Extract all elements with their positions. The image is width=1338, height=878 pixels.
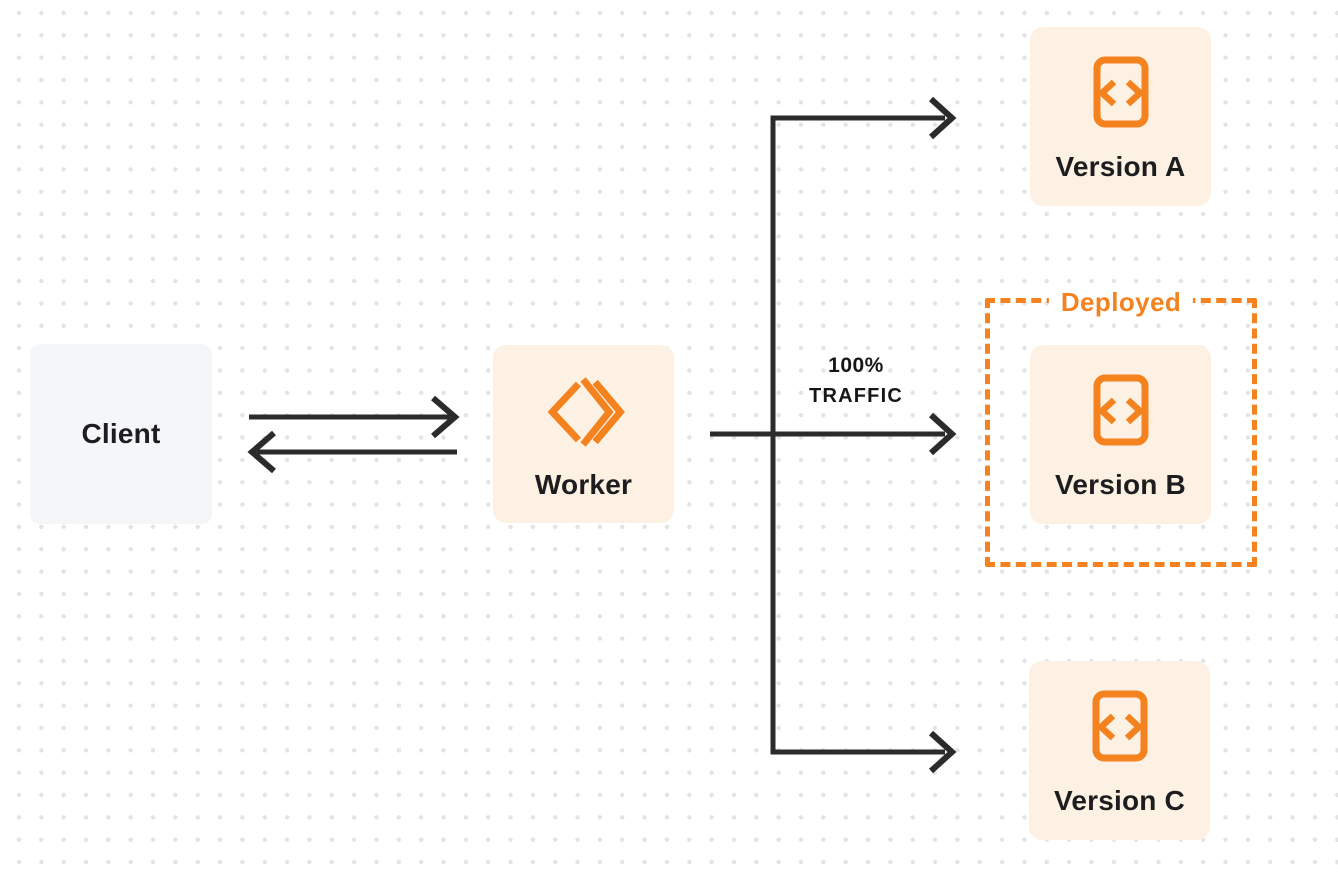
node-version-a: Version A (1030, 27, 1211, 206)
node-client: Client (30, 344, 212, 524)
code-file-icon (1092, 690, 1147, 762)
arrowhead-worker-to-client (247, 430, 276, 474)
version-c-label: Version C (1054, 785, 1185, 816)
branch-bracket (770, 115, 945, 755)
traffic-word: TRAFFIC (809, 385, 903, 407)
node-worker: Worker (493, 345, 674, 523)
traffic-annotation: 100% TRAFFIC (780, 351, 932, 412)
node-version-c: Version C (1029, 661, 1210, 840)
deployed-outline: Deployed (985, 287, 1257, 567)
arrowhead-version-b (928, 412, 957, 456)
code-file-icon (1093, 374, 1148, 446)
deployed-label: Deployed (1048, 287, 1194, 318)
arrowhead-version-c (928, 730, 957, 774)
cloudflare-workers-icon (547, 377, 625, 447)
client-label: Client (81, 418, 161, 449)
worker-label: Worker (534, 469, 633, 500)
code-file-icon (1093, 56, 1148, 128)
arrowhead-version-a (928, 96, 957, 140)
traffic-percent: 100% (828, 354, 884, 377)
node-version-b: Version B (1030, 345, 1211, 524)
arrowhead-client-to-worker (431, 395, 460, 439)
version-b-label: Version B (1055, 469, 1186, 500)
version-a-label: Version A (1055, 151, 1186, 182)
